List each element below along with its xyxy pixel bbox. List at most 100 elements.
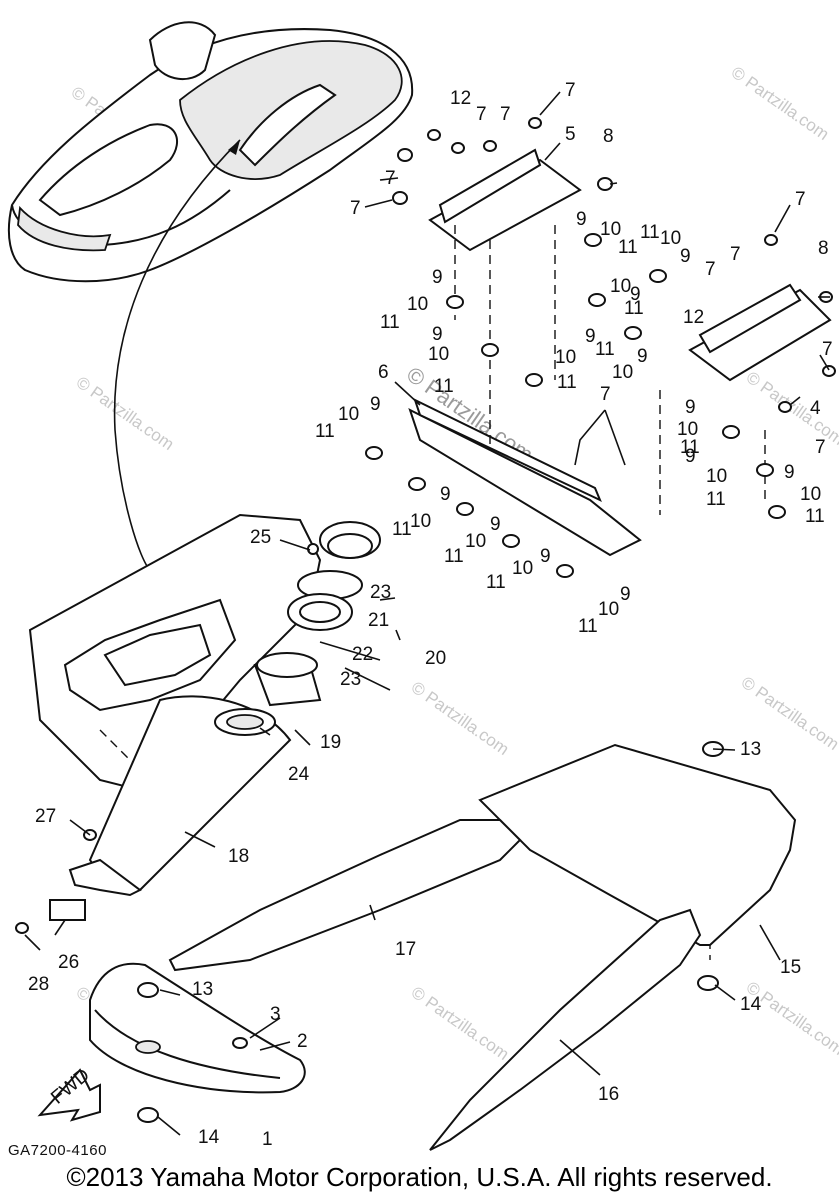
callout-15: 15 — [780, 957, 801, 978]
callout-11i: 11 — [680, 437, 700, 458]
callout-25: 25 — [250, 527, 271, 548]
callout-10k: 10 — [800, 484, 821, 505]
watermark: © Partzilla.com — [408, 678, 513, 759]
connector-curve — [113, 139, 241, 571]
callout-2: 2 — [297, 1031, 308, 1052]
callout-3: 3 — [270, 1004, 281, 1025]
arrow-head — [228, 140, 240, 155]
callout-9o: 9 — [620, 584, 631, 605]
callout-26: 26 — [58, 952, 79, 973]
callout-10c: 10 — [428, 344, 449, 365]
callout-13: 13 — [740, 739, 761, 760]
callout-11n: 11 — [486, 572, 506, 593]
callout-7e: 7 — [350, 198, 361, 219]
callout-23: 23 — [370, 582, 391, 603]
intake-duct-flange — [68, 858, 142, 897]
callout-9f: 9 — [585, 326, 596, 347]
callout-9c: 9 — [432, 324, 443, 345]
callout-8b: 8 — [818, 238, 829, 259]
callout-16: 16 — [598, 1084, 619, 1105]
callout-10f: 10 — [555, 347, 576, 368]
callout-11m: 11 — [444, 546, 464, 567]
callout-7i: 7 — [822, 339, 833, 360]
callout-7h: 7 — [730, 244, 741, 265]
callout-12b: 12 — [683, 307, 704, 328]
callout-7j: 7 — [600, 384, 611, 405]
step-brackets — [408, 148, 832, 557]
callout-9l: 9 — [440, 484, 451, 505]
fwd-arrow-icon: FWD — [37, 1065, 101, 1122]
watercraft-illustration — [7, 21, 414, 283]
callout-5: 5 — [565, 124, 576, 145]
callout-11: 11 — [618, 237, 638, 258]
callout-11c: 11 — [434, 376, 454, 397]
callout-10m: 10 — [465, 531, 486, 552]
callout-19: 19 — [320, 732, 341, 753]
callout-9i: 9 — [685, 397, 696, 418]
watermark: © Partzilla.com — [73, 373, 178, 454]
callout-10g: 10 — [612, 362, 633, 383]
watermark: © Partzilla.com — [728, 63, 833, 144]
callout-7b: 7 — [476, 104, 487, 125]
callout-9: 9 — [576, 209, 587, 230]
callout-7f: 7 — [795, 189, 806, 210]
callout-27: 27 — [35, 806, 56, 827]
callout-11l: 11 — [392, 519, 412, 540]
deck-mats — [168, 743, 797, 1151]
callouts: 1 2 3 4 5 6 7 7 7 7 7 7 7 7 7 7 7 8 8 9 … — [28, 80, 833, 1150]
callout-11j: 11 — [706, 489, 726, 510]
watermark: © Partzilla.com — [408, 983, 513, 1064]
watermark: © Partzilla.com — [743, 978, 839, 1059]
callout-11e: 11 — [640, 222, 660, 243]
callout-11d: 11 — [624, 298, 644, 319]
callout-12: 12 — [450, 88, 471, 109]
callout-11g: 11 — [595, 339, 615, 360]
callout-18: 18 — [228, 846, 249, 867]
callout-9e: 9 — [680, 246, 691, 267]
callout-10o: 10 — [598, 599, 619, 620]
leader-lines — [24, 91, 830, 1136]
callout-9g: 9 — [637, 346, 648, 367]
callout-14b: 14 — [198, 1127, 220, 1148]
callout-21: 21 — [368, 610, 389, 631]
callout-9m: 9 — [490, 514, 501, 535]
callout-10i: 10 — [677, 419, 698, 440]
callout-14: 14 — [740, 994, 762, 1015]
callout-7: 7 — [565, 80, 576, 101]
callout-24: 24 — [288, 764, 310, 785]
callout-10j: 10 — [706, 466, 727, 487]
callout-10e: 10 — [660, 228, 681, 249]
copyright-notice: ©2013 Yamaha Motor Corporation, U.S.A. A… — [66, 1162, 773, 1192]
callout-4: 4 — [810, 398, 821, 419]
callout-9k: 9 — [784, 462, 795, 483]
callout-10b: 10 — [407, 294, 428, 315]
callout-7k: 7 — [815, 437, 826, 458]
callout-7d: 7 — [385, 168, 396, 189]
callout-9j: 9 — [685, 446, 696, 467]
callout-11k: 11 — [805, 506, 825, 527]
callout-9n: 9 — [540, 546, 551, 567]
callout-28: 28 — [28, 974, 49, 995]
callout-10: 10 — [600, 219, 621, 240]
callout-10h: 10 — [338, 404, 359, 425]
callout-7g: 7 — [705, 259, 716, 280]
callout-9d: 9 — [630, 284, 641, 305]
callout-8: 8 — [603, 126, 614, 147]
callout-11o: 11 — [578, 616, 598, 637]
callout-9b: 9 — [432, 267, 443, 288]
callout-11h: 11 — [315, 421, 335, 442]
callout-1: 1 — [262, 1129, 273, 1150]
callout-9h: 9 — [370, 394, 381, 415]
callout-10d: 10 — [610, 276, 631, 297]
callout-7c: 7 — [500, 104, 511, 125]
callout-20: 20 — [425, 648, 446, 669]
diagram-code: GA7200-4160 — [8, 1142, 107, 1159]
callout-6: 6 — [378, 362, 389, 383]
callout-11f: 11 — [557, 372, 577, 393]
callout-23b: 23 — [340, 669, 361, 690]
callout-22: 22 — [352, 644, 373, 665]
callout-11b: 11 — [380, 312, 400, 333]
callout-10n: 10 — [512, 558, 533, 579]
callout-17: 17 — [395, 939, 416, 960]
